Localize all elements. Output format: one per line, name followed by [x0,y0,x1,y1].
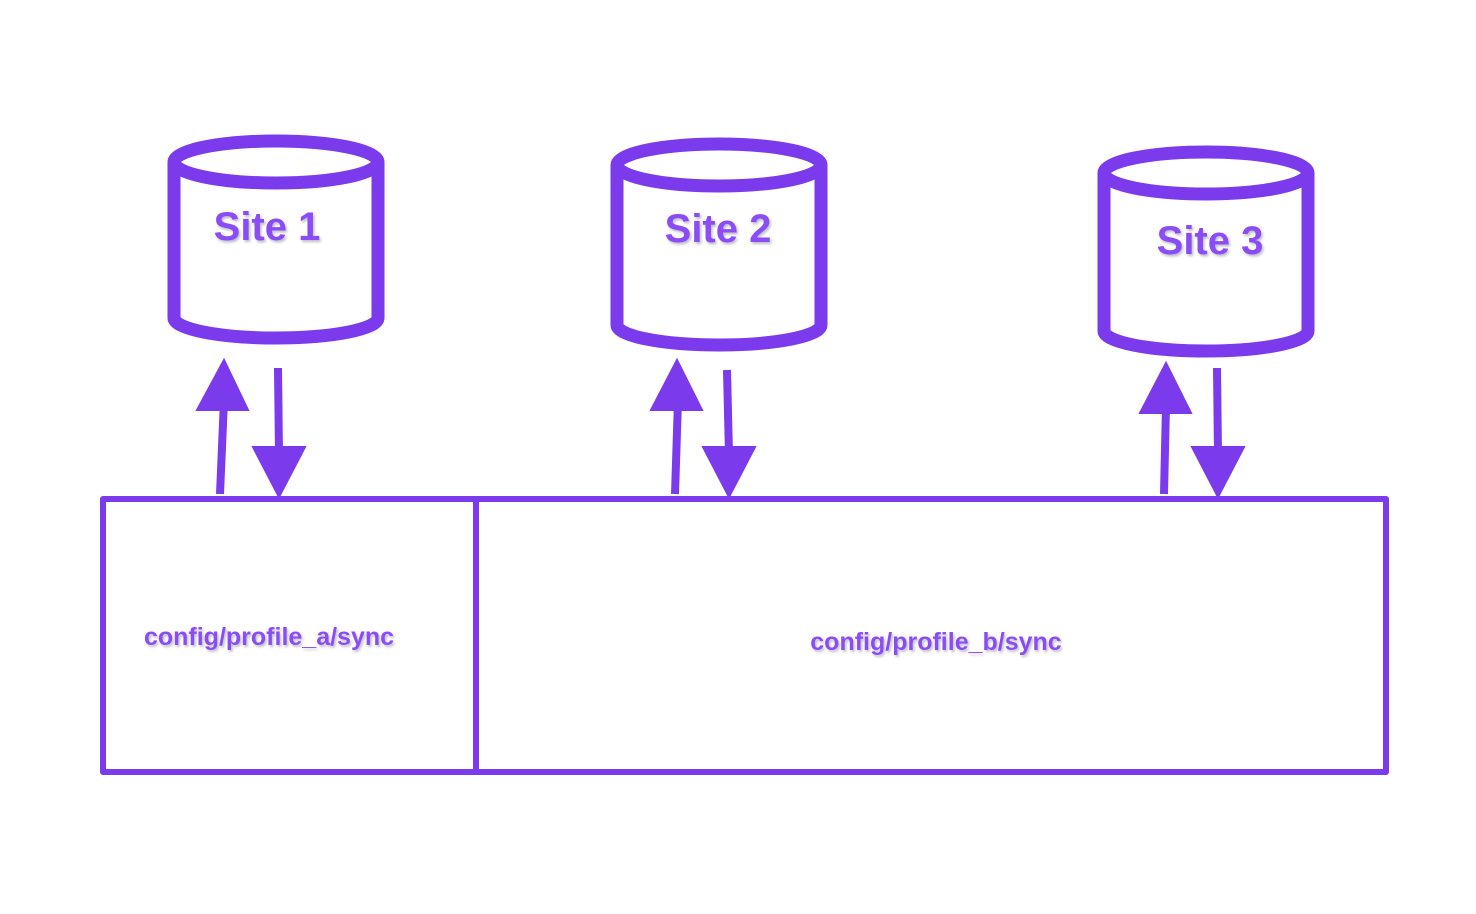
database-cylinder-icon [610,137,828,352]
down-arrow-icon [701,369,757,500]
config-profile-a-label: config/profile_a/sync [144,623,394,651]
config-storage-outline [100,496,1389,775]
config-profile-b-label: config/profile_b/sync [810,628,1062,656]
up-arrow-icon [195,357,250,495]
site-1-label: Site 1 [214,205,321,249]
database-cylinder-icon [167,134,385,345]
site-2-connections [649,357,757,500]
database-cylinder-icon [1097,145,1315,358]
site-3-database: Site 3 [1097,145,1315,358]
site-1-database: Site 1 [167,134,385,345]
down-arrow-icon [251,367,307,500]
up-arrow-icon [649,357,704,495]
up-arrow-icon [1138,360,1193,495]
site-3-label: Site 3 [1157,219,1264,263]
config-storage-box: config/profile_a/sync config/profile_b/s… [100,496,1389,775]
site-2-database: Site 2 [610,137,828,352]
site-2-label: Site 2 [665,207,772,251]
site-1-connections [195,357,307,500]
site-3-connections [1138,360,1246,500]
down-arrow-icon [1190,367,1246,500]
